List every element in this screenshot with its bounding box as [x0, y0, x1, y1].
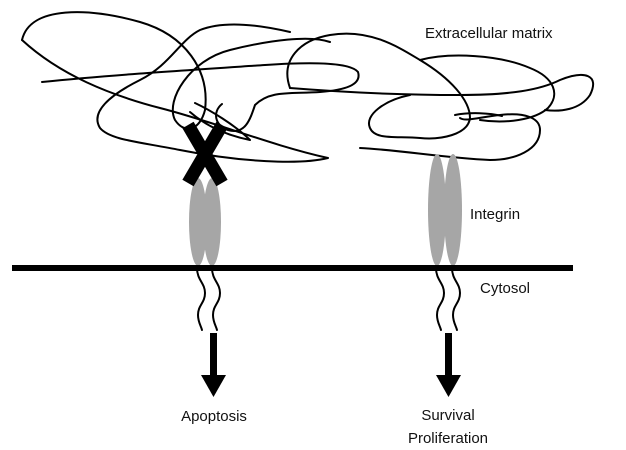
integrin-right	[428, 154, 462, 266]
matrix-fiber	[287, 34, 470, 139]
integrin-label: Integrin	[470, 206, 520, 223]
integrin-tails-right	[436, 268, 460, 330]
arrow-down-icon	[436, 333, 461, 397]
matrix-fibers-right	[287, 34, 593, 160]
integrin-subunit	[203, 178, 221, 266]
extracellular-matrix-label: Extracellular matrix	[425, 25, 553, 42]
integrin-tail	[212, 268, 220, 330]
integrin-left	[189, 178, 221, 266]
integrin-tails-left	[197, 268, 220, 330]
apoptosis-label: Apoptosis	[181, 408, 247, 425]
integrin-tail	[197, 268, 205, 330]
integrin-subunit	[444, 154, 462, 266]
integrin-tail	[436, 268, 444, 330]
proliferation-label: Proliferation	[408, 430, 488, 447]
integrin-tail	[452, 268, 460, 330]
integrin-subunit	[428, 154, 446, 266]
matrix-fiber	[455, 113, 502, 116]
survival-label: Survival	[421, 407, 474, 424]
arrow-down-icon	[201, 333, 226, 397]
x-mark-icon	[188, 125, 222, 183]
cytosol-label: Cytosol	[480, 280, 530, 297]
